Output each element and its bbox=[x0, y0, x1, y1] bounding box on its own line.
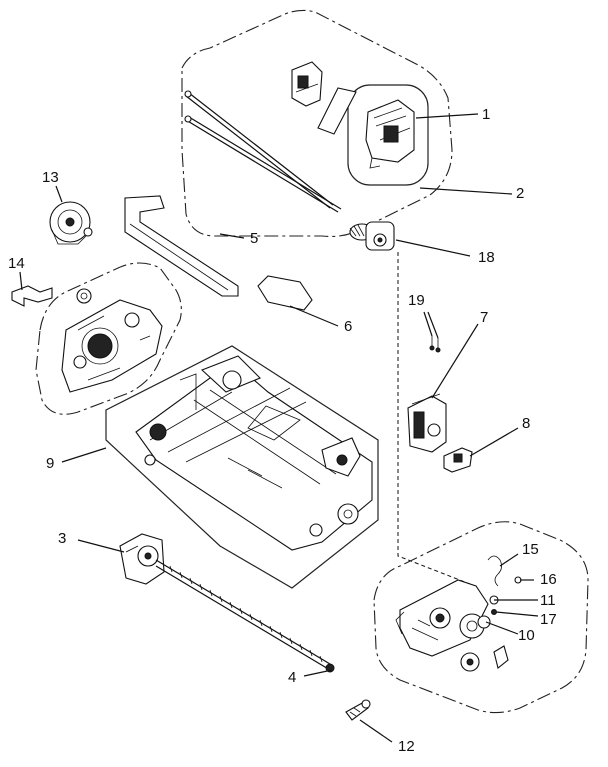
part-3-motor bbox=[119, 533, 165, 585]
carriage-group-outline bbox=[181, 9, 453, 238]
part-15-spring bbox=[487, 555, 502, 587]
leader-lines bbox=[19, 113, 539, 743]
callout-8: 8 bbox=[522, 415, 530, 432]
part-7-print-head bbox=[407, 393, 447, 453]
part-8-block bbox=[443, 447, 473, 473]
part-14-bracket bbox=[11, 285, 53, 307]
callout-6: 6 bbox=[344, 318, 352, 335]
callout-1: 1 bbox=[482, 106, 490, 123]
part-19-pins bbox=[429, 336, 441, 353]
callout-15: 15 bbox=[522, 541, 539, 558]
part-1-outline bbox=[347, 84, 429, 186]
callout-4: 4 bbox=[288, 669, 296, 686]
flat-strip-part bbox=[317, 87, 357, 135]
part-4-lead-screw bbox=[155, 559, 335, 673]
carriage-clamp-part bbox=[291, 61, 323, 107]
callout-12: 12 bbox=[398, 738, 415, 755]
callout-2: 2 bbox=[516, 185, 524, 202]
part-6-film-sheet bbox=[257, 275, 313, 311]
guide-shafts bbox=[184, 90, 342, 213]
part-17-pin bbox=[491, 609, 497, 615]
part-18-roller bbox=[349, 221, 395, 251]
dashed-link-18-to-10 bbox=[397, 252, 471, 585]
callout-7: 7 bbox=[480, 309, 488, 326]
part-1-carriage-block bbox=[365, 99, 415, 169]
gear-group-mechanism bbox=[395, 579, 509, 672]
callout-19: 19 bbox=[408, 292, 425, 309]
callout-17: 17 bbox=[540, 611, 557, 628]
side-frame-mechanism bbox=[61, 288, 163, 393]
part-9-main-chassis bbox=[135, 355, 373, 551]
part-13-gear-motor bbox=[49, 201, 93, 245]
callout-5: 5 bbox=[250, 230, 258, 247]
main-chassis-box bbox=[105, 345, 379, 589]
callout-9: 9 bbox=[46, 455, 54, 472]
side-frame-group-outline bbox=[35, 262, 182, 415]
callout-14: 14 bbox=[8, 255, 25, 272]
callout-11: 11 bbox=[540, 592, 556, 609]
part-12-screw bbox=[345, 699, 371, 721]
part-5-ribbon-cable bbox=[124, 195, 239, 297]
callout-3: 3 bbox=[58, 530, 66, 547]
callout-13: 13 bbox=[42, 169, 59, 186]
part-10-gear bbox=[477, 615, 491, 629]
callout-10: 10 bbox=[518, 627, 535, 644]
callout-16: 16 bbox=[540, 571, 557, 588]
gear-group-outline bbox=[373, 521, 589, 714]
callout-18: 18 bbox=[478, 249, 495, 266]
